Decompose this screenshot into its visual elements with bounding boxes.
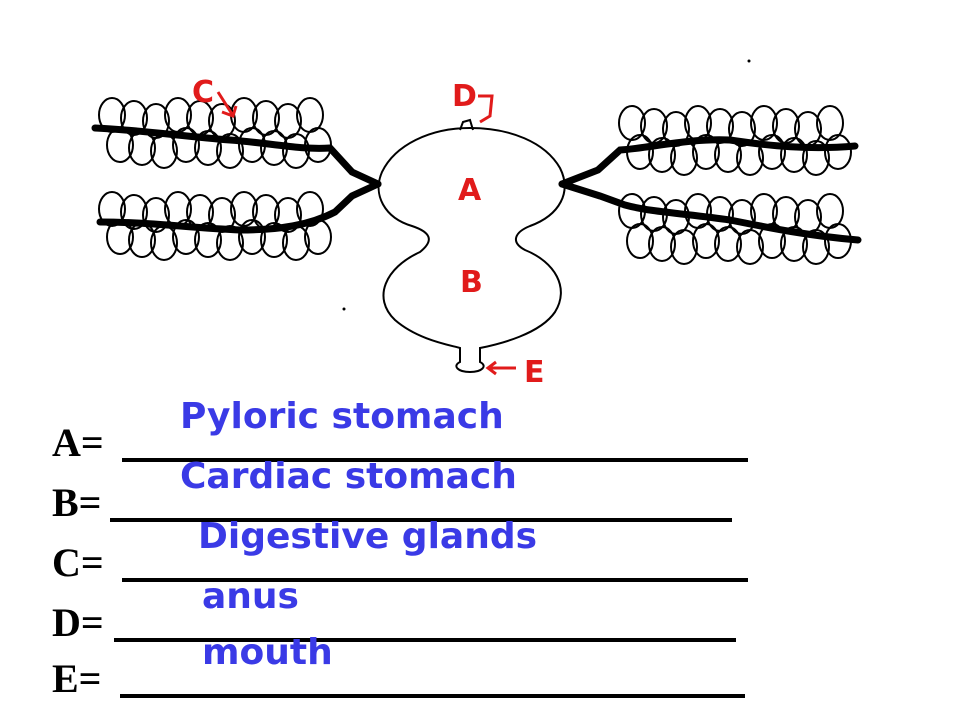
answer-row: C= Digestive glands <box>52 516 772 588</box>
row-letter-label: B= <box>52 480 102 525</box>
gland-lobe <box>238 219 266 255</box>
gland-lobe <box>692 134 720 170</box>
gland-lobe <box>626 223 654 259</box>
answer-text: anus <box>202 576 299 617</box>
answer-blank-line <box>122 458 748 462</box>
label-c: C <box>192 75 214 110</box>
gland-lobe <box>714 226 742 262</box>
gland-lobe <box>758 134 786 170</box>
starfish-digestive-diagram: A B C D E <box>91 59 862 390</box>
answer-blank-line <box>120 694 745 698</box>
arrow-e-icon <box>485 360 516 376</box>
label-d: D <box>452 79 477 114</box>
gland-lobe <box>692 223 720 259</box>
gland-lobe <box>802 140 830 176</box>
gland-lobe <box>98 191 126 227</box>
gland-lobe <box>230 191 258 227</box>
answer-text: mouth <box>202 632 333 673</box>
left-digestive-glands <box>98 97 332 261</box>
gland-lobe <box>296 191 324 227</box>
arrow-c-icon <box>216 91 238 118</box>
gland-lobe <box>648 137 676 173</box>
gland-lobe <box>648 226 676 262</box>
stomach-outline <box>377 126 566 374</box>
answer-blank-line <box>122 578 748 582</box>
gland-lobe <box>670 229 698 265</box>
gland-lobe <box>802 229 830 265</box>
arrow-d-icon <box>478 94 494 124</box>
row-letter-label: E= <box>52 656 102 701</box>
gland-lobe <box>120 194 148 230</box>
gland-lobe <box>172 219 200 255</box>
gland-ducts <box>91 124 862 244</box>
stray-dot <box>747 59 751 63</box>
answer-text: Digestive glands <box>198 516 538 557</box>
answer-row: D= anus <box>52 576 772 648</box>
gland-lobe <box>216 225 244 261</box>
gland-lobe <box>260 222 288 258</box>
gland-lobe <box>780 137 808 173</box>
stomach-top-nub <box>459 118 474 131</box>
gland-lobe <box>194 130 222 166</box>
gland-lobe <box>216 133 244 169</box>
row-letter-label: D= <box>52 600 104 645</box>
label-e: E <box>524 355 545 390</box>
label-b: B <box>460 265 483 300</box>
answer-blank-line <box>110 518 732 522</box>
answer-blank-line <box>114 638 736 642</box>
gland-lobe <box>758 223 786 259</box>
gland-lobe <box>780 226 808 262</box>
gland-lobe <box>142 197 170 233</box>
answer-row: A= Pyloric stomach <box>52 396 772 468</box>
gland-lobe <box>274 197 302 233</box>
row-letter-label: A= <box>52 420 104 465</box>
stray-dot <box>342 307 346 311</box>
answer-row: E= mouth <box>52 632 772 704</box>
gland-lobe <box>736 229 764 265</box>
gland-lobe <box>824 134 852 170</box>
answer-row: B= Cardiac stomach <box>52 456 772 528</box>
gland-lobe <box>172 127 200 163</box>
row-letter-label: C= <box>52 540 104 585</box>
answer-text: Pyloric stomach <box>180 396 504 437</box>
label-a: A <box>458 173 482 208</box>
gland-lobe <box>194 222 222 258</box>
answer-text: Cardiac stomach <box>180 456 517 497</box>
right-digestive-glands <box>618 105 852 265</box>
